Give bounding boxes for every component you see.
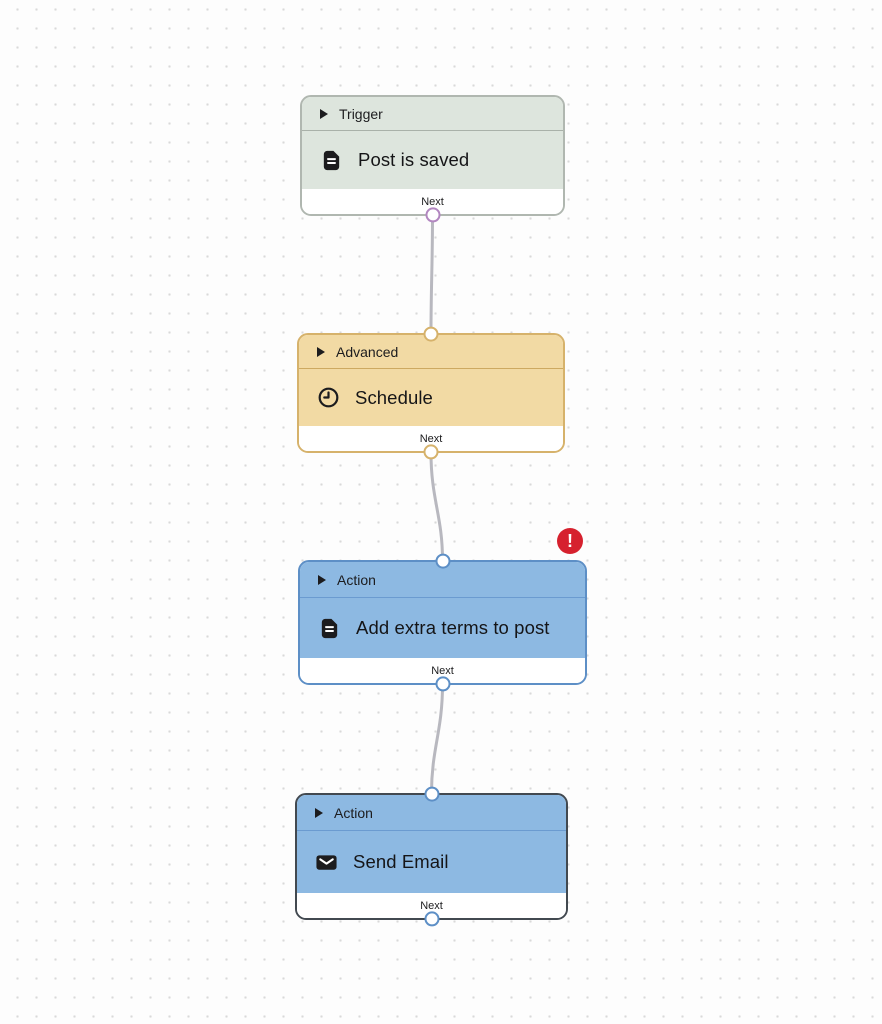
collapse-toggle-icon[interactable]	[320, 108, 328, 119]
node-advanced-schedule[interactable]: Advanced Schedule Next	[297, 326, 565, 460]
collapse-toggle-icon[interactable]	[317, 346, 325, 357]
node-body[interactable]: Post is saved	[302, 131, 563, 189]
node-header[interactable]: Trigger	[302, 97, 563, 131]
error-badge[interactable]: !	[557, 528, 583, 554]
node-title: Post is saved	[358, 149, 470, 170]
collapse-toggle-icon[interactable]	[315, 807, 323, 818]
envelope-icon	[315, 851, 338, 874]
input-port[interactable]	[435, 553, 450, 569]
node-action-send-email[interactable]: Action Send Email Next	[295, 786, 568, 927]
next-label: Next	[419, 432, 443, 445]
node-action-add-extra-terms[interactable]: Action Add extra terms to post Next	[298, 553, 587, 692]
clock-icon	[317, 386, 340, 409]
input-port[interactable]	[424, 786, 439, 802]
node-body[interactable]: Add extra terms to post	[300, 598, 585, 658]
node-category-label: Advanced	[336, 343, 399, 360]
node-category-label: Action	[334, 804, 373, 821]
edge-trigger-to-schedule[interactable]	[429, 214, 434, 335]
document-icon	[320, 149, 343, 172]
document-icon	[318, 617, 341, 640]
node-title: Add extra terms to post	[356, 617, 550, 638]
node-category-label: Trigger	[339, 105, 383, 122]
node-trigger-post-is-saved[interactable]: Trigger Post is saved Next	[300, 95, 565, 223]
next-label: Next	[431, 664, 454, 677]
output-port[interactable]	[424, 911, 439, 927]
node-body[interactable]: Schedule	[299, 369, 563, 426]
node-body[interactable]: Send Email	[297, 831, 566, 893]
output-port[interactable]	[423, 444, 439, 460]
node-title: Schedule	[355, 386, 433, 408]
output-port[interactable]	[425, 207, 440, 223]
next-label: Next	[421, 195, 444, 208]
next-label: Next	[420, 899, 443, 912]
input-port[interactable]	[423, 326, 439, 342]
output-port[interactable]	[435, 676, 450, 692]
node-category-label: Action	[337, 571, 376, 588]
edge-schedule-to-add-terms[interactable]	[429, 451, 444, 562]
edge-add-terms-to-send-email[interactable]	[430, 683, 444, 795]
node-title: Send Email	[353, 851, 449, 872]
collapse-toggle-icon[interactable]	[318, 574, 326, 585]
